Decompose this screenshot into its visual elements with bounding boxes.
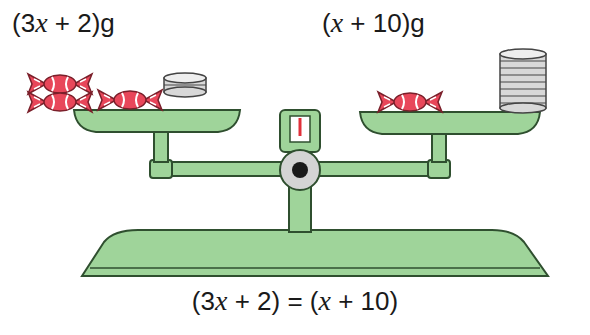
- weight-label: (x + 10)g: [322, 6, 425, 40]
- weight-label: (3x + 2)g: [12, 6, 115, 40]
- equation-label: (3x + 2) = (x + 10): [192, 284, 398, 318]
